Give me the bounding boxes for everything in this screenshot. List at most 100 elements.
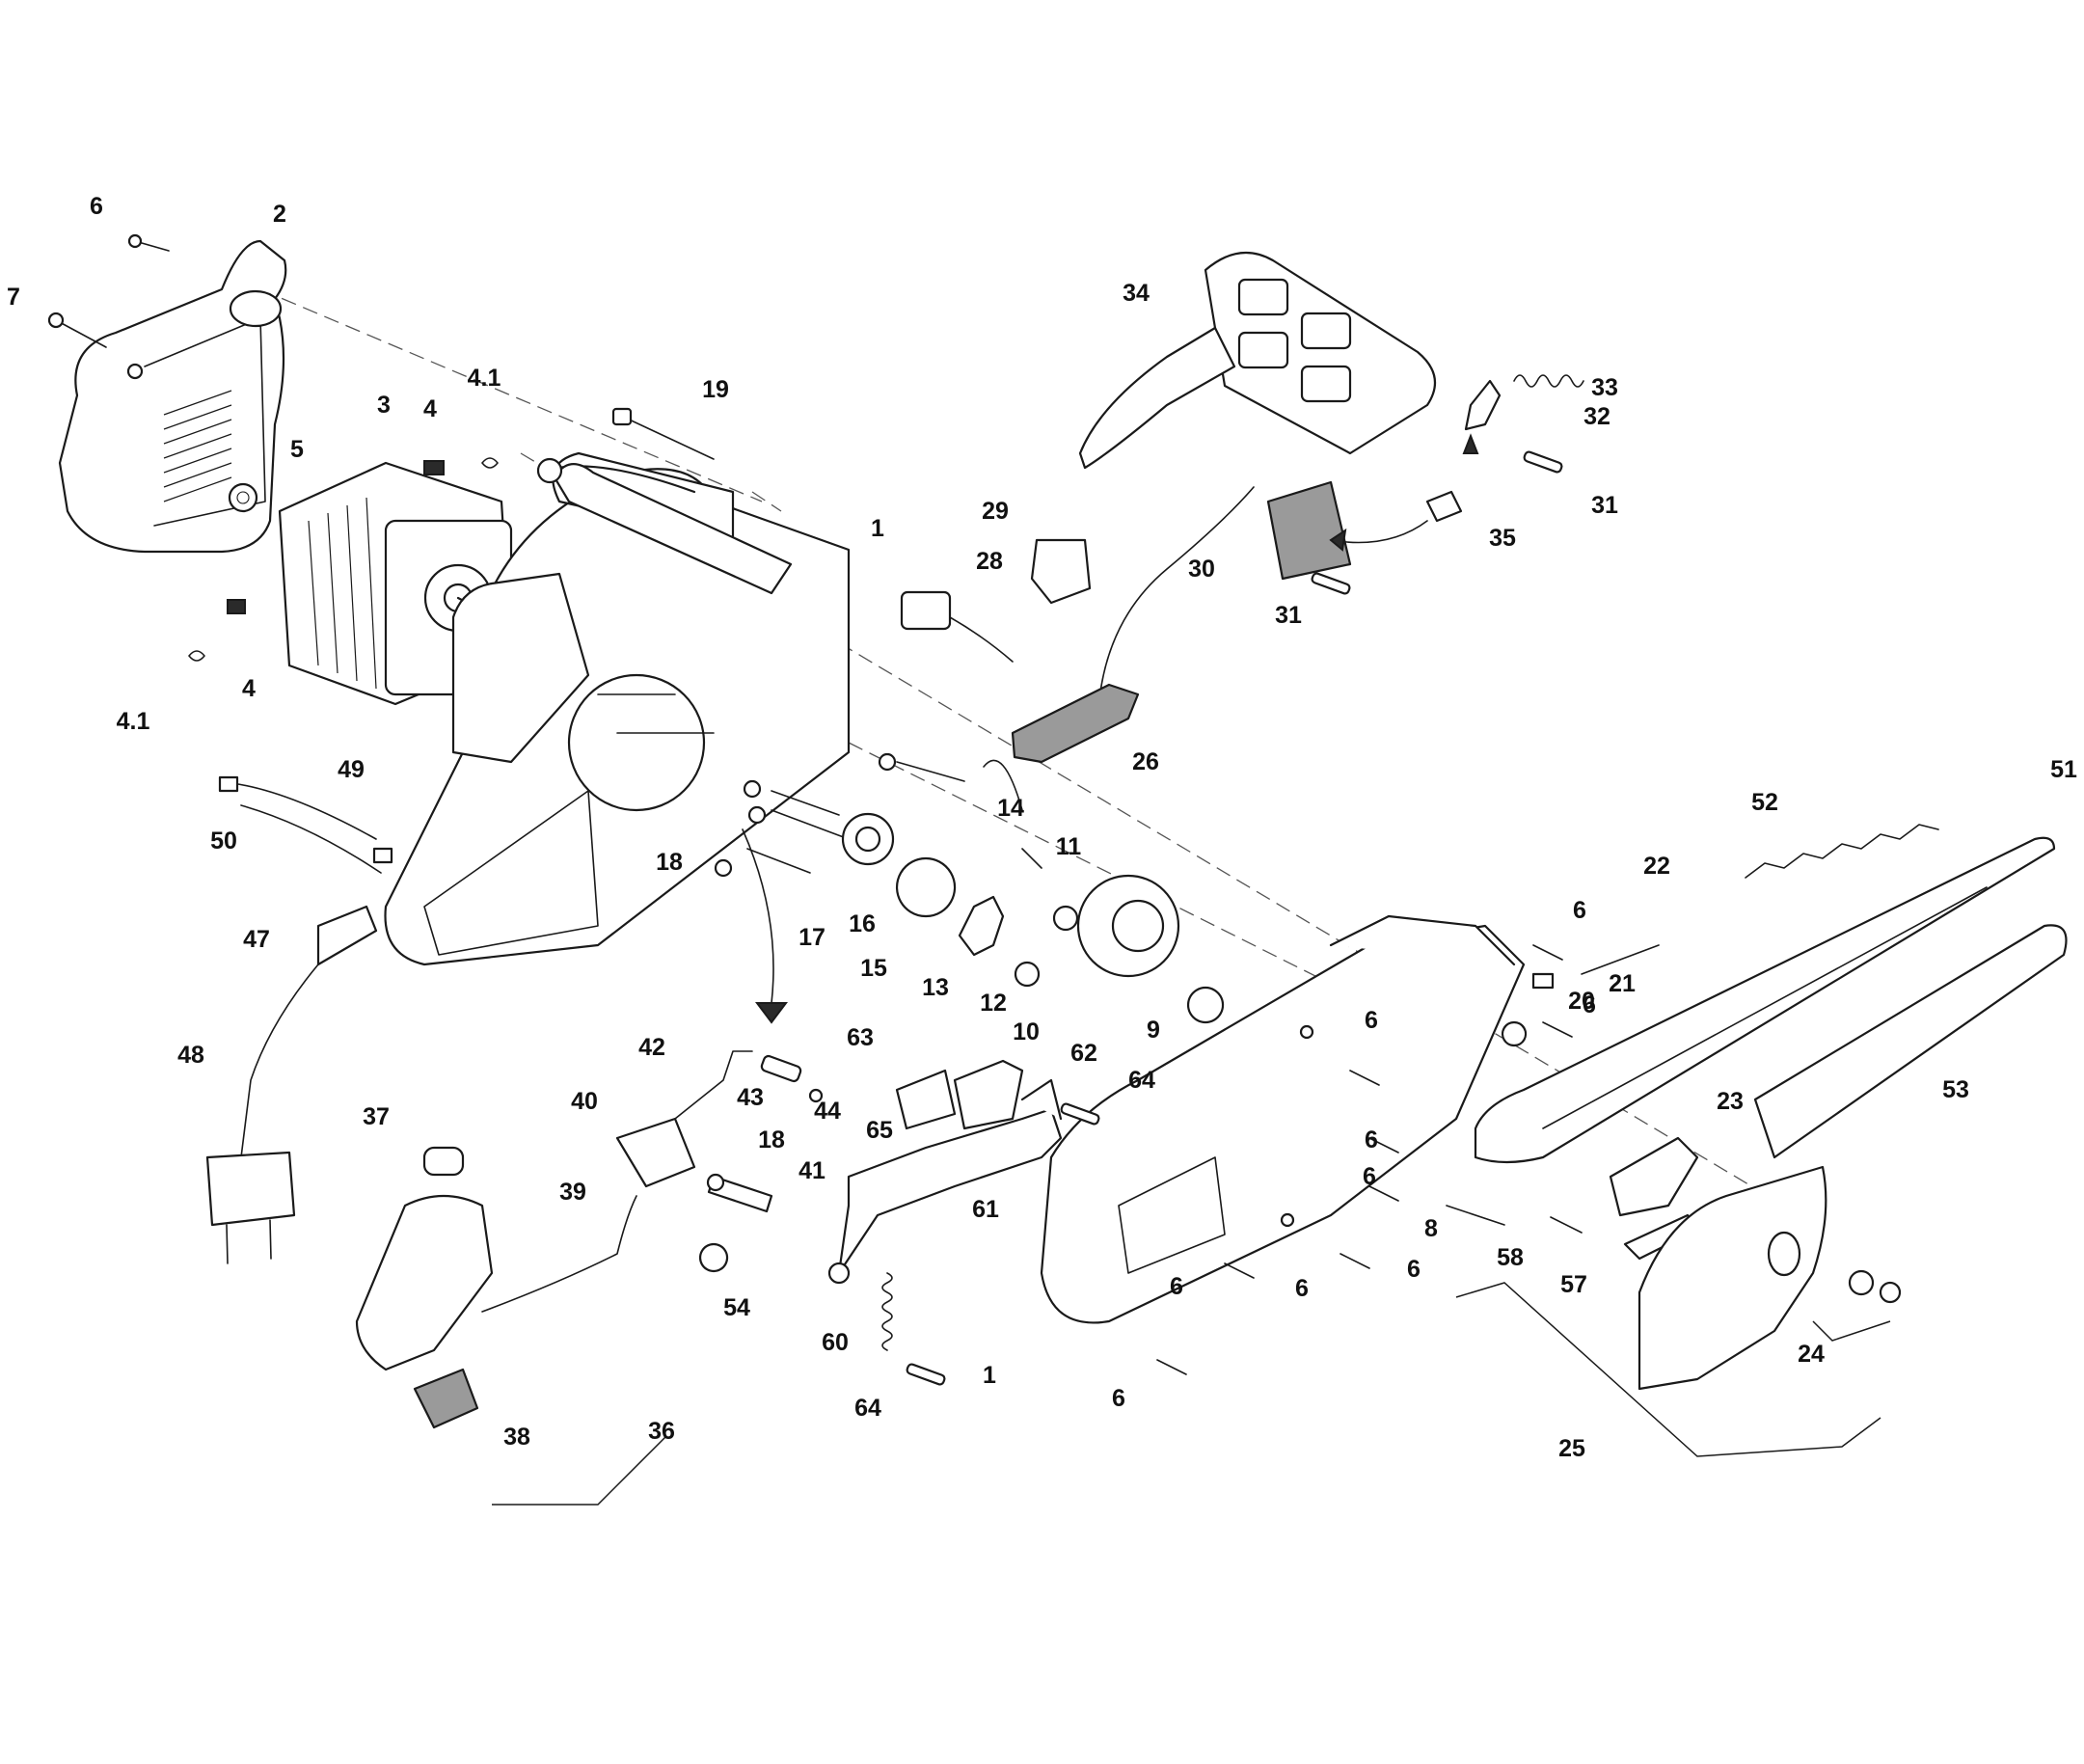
chain-cover-25 <box>1637 1165 1902 1391</box>
callout-58: 58 <box>1497 1244 1524 1271</box>
carbon-brush-upper <box>423 460 445 475</box>
screw-7 <box>47 312 107 348</box>
callout-6: 6 <box>1363 1163 1376 1190</box>
callout-31: 31 <box>1591 492 1618 519</box>
trigger-26 <box>1011 683 1140 764</box>
callout-5: 5 <box>290 436 304 463</box>
callout-3: 3 <box>377 392 391 419</box>
callout-52: 52 <box>1751 789 1778 816</box>
callout-43: 43 <box>737 1084 764 1111</box>
callout-38: 38 <box>503 1424 530 1451</box>
callout-4-1: 4.1 <box>468 365 501 392</box>
oil-pump <box>615 1050 824 1273</box>
callout-6: 6 <box>1295 1275 1309 1302</box>
bar-cover-53 <box>1753 924 2068 1159</box>
callout-35: 35 <box>1489 525 1516 552</box>
callout-25: 25 <box>1558 1435 1585 1462</box>
callout-8: 8 <box>1424 1215 1438 1242</box>
callout-65: 65 <box>866 1117 893 1144</box>
drive-parts <box>714 752 1225 1024</box>
callout-14: 14 <box>997 795 1024 822</box>
callout-9: 9 <box>1147 1017 1160 1044</box>
callout-48: 48 <box>177 1042 204 1069</box>
callout-44: 44 <box>814 1098 841 1125</box>
hand-guard-34 <box>1078 251 1437 581</box>
callout-42: 42 <box>638 1034 665 1061</box>
callout-29: 29 <box>982 498 1009 525</box>
callout-6: 6 <box>1573 897 1586 924</box>
callout-6: 6 <box>1112 1385 1125 1412</box>
callout-40: 40 <box>571 1088 598 1115</box>
callout-4-1: 4.1 <box>117 708 150 735</box>
callout-18: 18 <box>758 1126 785 1153</box>
callout-64: 64 <box>1128 1067 1155 1094</box>
callout-6: 6 <box>1170 1273 1183 1300</box>
part-35 <box>1425 490 1463 523</box>
arrow-oil <box>742 828 774 1004</box>
callout-41: 41 <box>798 1157 825 1184</box>
pin-31-right <box>1523 450 1563 474</box>
callout-15: 15 <box>860 955 887 982</box>
cover-screws <box>1156 944 1660 1375</box>
callout-7: 7 <box>7 284 20 311</box>
spring-60 <box>881 1272 893 1351</box>
leader-36 <box>492 1436 666 1506</box>
callout-17: 17 <box>798 924 825 951</box>
bracket-24-25 <box>1455 1282 1891 1457</box>
callout-1: 1 <box>871 515 884 542</box>
cables-49-50 <box>218 775 393 874</box>
callout-6: 6 <box>1365 1007 1378 1034</box>
callout-22: 22 <box>1643 853 1670 880</box>
screw-58 <box>1550 1216 1583 1234</box>
spring-33 <box>1513 374 1584 388</box>
front-tube <box>536 457 793 595</box>
switch-28 <box>900 590 1014 663</box>
pin-64-upper <box>1060 1102 1100 1126</box>
callout-60: 60 <box>822 1329 849 1356</box>
callout-33: 33 <box>1591 374 1618 401</box>
callout-50: 50 <box>210 828 237 855</box>
callout-49: 49 <box>338 756 365 783</box>
callout-10: 10 <box>1013 1018 1040 1045</box>
brush-spring-upper <box>481 457 499 469</box>
callout-24: 24 <box>1798 1341 1825 1368</box>
callout-16: 16 <box>849 910 876 937</box>
brake-lever-61 <box>827 1078 1063 1285</box>
motor-cover <box>451 572 590 764</box>
callout-62: 62 <box>1070 1040 1097 1067</box>
callout-61: 61 <box>972 1196 999 1223</box>
callout-23: 23 <box>1717 1088 1744 1115</box>
screw-6-top <box>127 233 170 252</box>
callout-11: 11 <box>1056 833 1082 860</box>
callout-37: 37 <box>363 1103 390 1130</box>
plate-63 <box>895 1069 957 1130</box>
bolt-19 <box>611 407 715 460</box>
callout-12: 12 <box>980 990 1007 1017</box>
callout-32: 32 <box>1583 403 1610 430</box>
callout-63: 63 <box>847 1024 874 1051</box>
pin-64-lower <box>906 1363 946 1386</box>
callout-19: 19 <box>702 376 729 403</box>
arrow-oil-head <box>755 1002 788 1024</box>
callout-1: 1 <box>983 1362 996 1389</box>
callout-28: 28 <box>976 548 1003 575</box>
callout-18: 18 <box>656 849 683 876</box>
callout-20: 20 <box>1568 988 1595 1015</box>
callout-30: 30 <box>1188 556 1215 583</box>
part-62 <box>953 1059 1024 1130</box>
rear-handle-cover <box>58 239 287 554</box>
callout-2: 2 <box>273 201 286 228</box>
callout-34: 34 <box>1123 280 1150 307</box>
callout-4: 4 <box>242 675 256 702</box>
callout-36: 36 <box>648 1418 675 1445</box>
brush-spring-lower <box>188 650 205 662</box>
tensioner-23 <box>1609 1136 1699 1217</box>
callout-6: 6 <box>1583 991 1596 1018</box>
callout-51: 51 <box>2050 756 2077 783</box>
power-cord-47-48 <box>205 905 378 1264</box>
callout-64: 64 <box>854 1395 881 1422</box>
callout-13: 13 <box>922 974 949 1001</box>
guide-bar-51 <box>1474 836 2056 1164</box>
callout-21: 21 <box>1609 970 1636 997</box>
